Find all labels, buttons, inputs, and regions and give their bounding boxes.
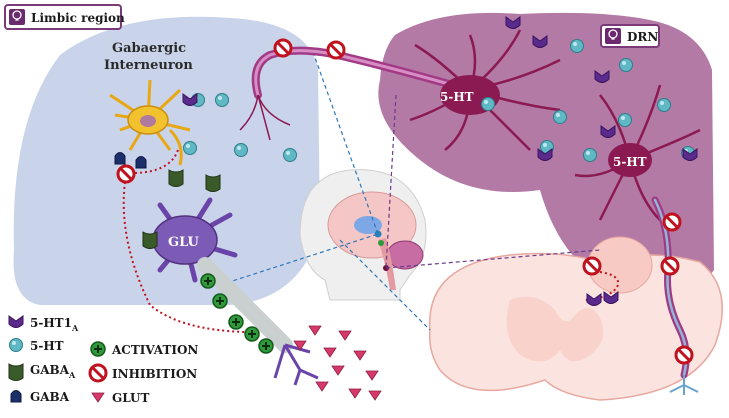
serotonin-icon xyxy=(234,143,248,157)
gaba-icon xyxy=(135,156,147,169)
inhibition-icon xyxy=(662,212,682,232)
serotonin-icon xyxy=(283,148,297,162)
activation-icon xyxy=(200,273,216,289)
glut-icon xyxy=(353,350,367,361)
serotonin-icon xyxy=(215,93,229,107)
gabaergic-label-line2: Interneuron xyxy=(104,58,193,73)
activation-icon xyxy=(90,341,106,357)
legend-activation: ACTIVATION xyxy=(111,343,198,357)
serotonin-icon xyxy=(481,97,495,111)
drn-tag: DRN xyxy=(600,24,660,48)
legend-gaba: GABA xyxy=(30,390,70,404)
serotonin-icon xyxy=(183,141,197,155)
head-brain-illustration xyxy=(299,169,427,301)
inhibition-icon xyxy=(273,38,293,58)
serotonin-neuron-2: 5-HT xyxy=(574,84,701,395)
legend: 5-HT1A 5-HT GABAA GABA ACTIVATION INHIBI… xyxy=(8,315,198,405)
limbic-region xyxy=(13,16,320,306)
drn-label: DRN xyxy=(627,30,658,44)
activation-icon xyxy=(258,338,274,354)
legend-5ht1a: 5-HT1A xyxy=(30,316,79,333)
glut-icon xyxy=(331,365,345,376)
glut-icon xyxy=(365,370,379,381)
activation-icon xyxy=(212,293,228,309)
legend-glut: GLUT xyxy=(112,391,149,405)
serotonin-icon xyxy=(583,148,597,162)
inhibition-icon xyxy=(116,164,136,184)
glutamate-molecules xyxy=(293,325,382,401)
inhibition-icon xyxy=(326,40,346,60)
connector-lines xyxy=(219,51,601,331)
inhibitory-pathways xyxy=(122,149,620,333)
legend-inhibition: INHIBITION xyxy=(112,367,197,381)
glut-icon xyxy=(323,347,337,358)
serotonin-icon xyxy=(9,338,23,352)
glu-neuron-label: GLU xyxy=(168,235,200,250)
glut-icon xyxy=(308,325,322,336)
serotonin-icon xyxy=(657,98,671,112)
spinal-cord xyxy=(428,236,723,401)
legend-serotonin: 5-HT xyxy=(30,339,64,353)
limbic-region-label: Limbic region xyxy=(31,11,125,25)
glu-neuron: GLU xyxy=(147,197,319,386)
glut-icon xyxy=(338,330,352,341)
serotonin-icon xyxy=(619,58,633,72)
serotonin-icon xyxy=(618,113,632,127)
glut-icon xyxy=(368,390,382,401)
glut-icon xyxy=(348,388,362,399)
gaba-a-icon xyxy=(168,169,184,187)
receptor-icon xyxy=(8,315,24,328)
activation-icon xyxy=(244,326,260,342)
inhibition-icon xyxy=(674,345,694,365)
serotonin-icon xyxy=(570,39,584,53)
gaba-icon xyxy=(10,390,22,403)
gabaergic-interneuron xyxy=(109,79,191,166)
activation-icon xyxy=(228,314,244,330)
gabaergic-label-line1: Gabaergic xyxy=(112,41,186,56)
gaba-a-icon xyxy=(142,231,158,249)
legend-gaba-a: GABAA xyxy=(30,363,76,380)
gaba-a-icon xyxy=(205,174,221,192)
glut-icon xyxy=(91,392,105,403)
inhibition-icon xyxy=(88,363,108,383)
serotonin-neuron-2-label: 5-HT xyxy=(613,155,647,169)
inhibition-icon xyxy=(582,256,602,276)
limbic-region-tag: Limbic region xyxy=(4,4,125,30)
serotonin-neuron-1-label: 5-HT xyxy=(440,90,474,104)
inhibition-icon xyxy=(660,256,680,276)
gaba-a-icon xyxy=(8,363,24,381)
serotonin-icon xyxy=(553,110,567,124)
serotonin-neuron-1: 5-HT xyxy=(409,29,561,151)
glut-icon xyxy=(315,381,329,392)
gaba-icon xyxy=(114,152,126,165)
